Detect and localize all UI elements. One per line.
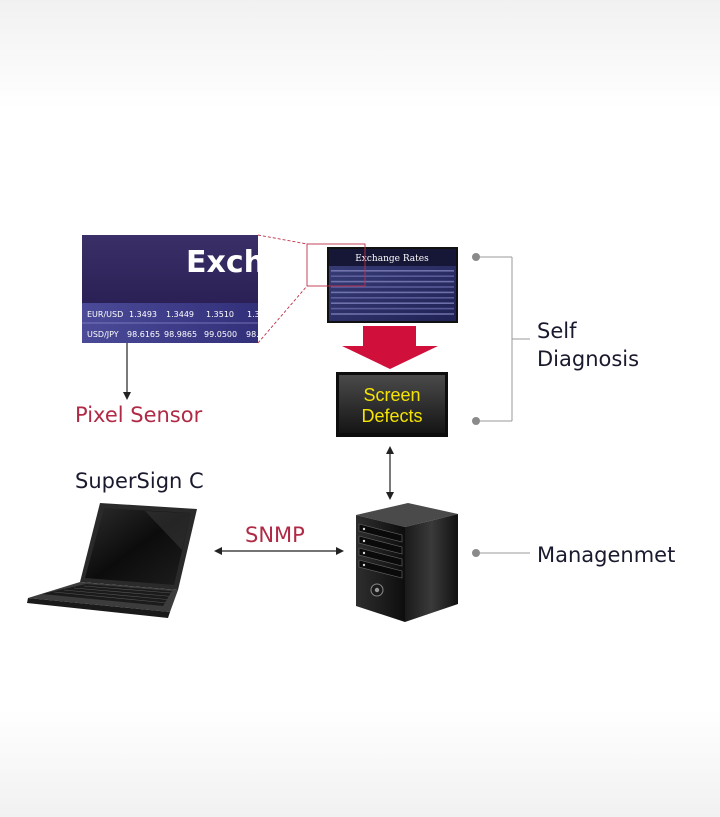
self-diagnosis-dot-top (472, 253, 480, 261)
management-dot (472, 549, 480, 557)
laptop-keyboard-row (83, 585, 172, 594)
zoom-connector-lines (257, 234, 308, 344)
exchange-table-row (331, 313, 454, 315)
snmp-label: SNMP (245, 523, 305, 547)
laptop-icon (27, 503, 197, 618)
pixel-sensor-highlight-box (306, 243, 366, 287)
zoom-row-2-v2: 98.9865 (164, 330, 197, 339)
zoom-row-2-v3: 99.0500 (204, 330, 237, 339)
screen-defects-display: Screen Defects (336, 372, 448, 437)
zoom-row-1-v3: 1.3510 (206, 310, 234, 319)
supersign-label: SuperSign C (75, 469, 204, 493)
red-down-arrow-icon (342, 326, 438, 369)
laptop-keyboard-row (73, 587, 170, 597)
exchange-table-row (331, 270, 454, 272)
self-diagnosis-dot-bottom (472, 417, 480, 425)
exchange-table-row (331, 297, 454, 299)
exchange-table-row (331, 307, 454, 310)
exchange-rates-title: Exchange Rates (355, 254, 429, 264)
pixel-sensor-zoom-panel: Exch EUR/USD 1.3493 1.3449 1.3510 1.3 US… (82, 235, 265, 343)
zoom-row-1-v2: 1.3449 (166, 310, 194, 319)
exchange-rates-display: Exchange Rates (327, 247, 458, 323)
exchange-table-row (331, 280, 454, 283)
zoom-row-2-pair: USD/JPY (87, 330, 119, 339)
screen-defects-line1: Screen (363, 385, 420, 405)
self-diagnosis-bracket (476, 256, 530, 422)
exchange-table-rows (331, 270, 454, 315)
management-label: Managenmet (537, 543, 676, 567)
zoom-row-1-v1: 1.3493 (129, 310, 157, 319)
zoom-row-2-v4: 98. (246, 330, 259, 339)
zoom-panel-title: Exch (186, 245, 265, 280)
exchange-table-row (331, 275, 454, 277)
self-diagnosis-label-line1: Self (537, 319, 577, 343)
exchange-table-row (331, 286, 454, 288)
server-tower-icon (356, 503, 458, 622)
laptop-keyboard-row (63, 589, 168, 600)
self-diagnosis-label-line2: Diagnosis (537, 347, 640, 371)
screen-defects-line2: Defects (361, 406, 422, 426)
pixel-sensor-label: Pixel Sensor (75, 403, 203, 427)
zoom-row-1-pair: EUR/USD (87, 310, 123, 319)
laptop-keyboard-row (53, 591, 166, 604)
exchange-table-row (331, 291, 454, 294)
exchange-table-row (331, 302, 454, 304)
zoom-row-2-v1: 98.6165 (127, 330, 160, 339)
zoom-row-1-v4: 1.3 (247, 310, 260, 319)
